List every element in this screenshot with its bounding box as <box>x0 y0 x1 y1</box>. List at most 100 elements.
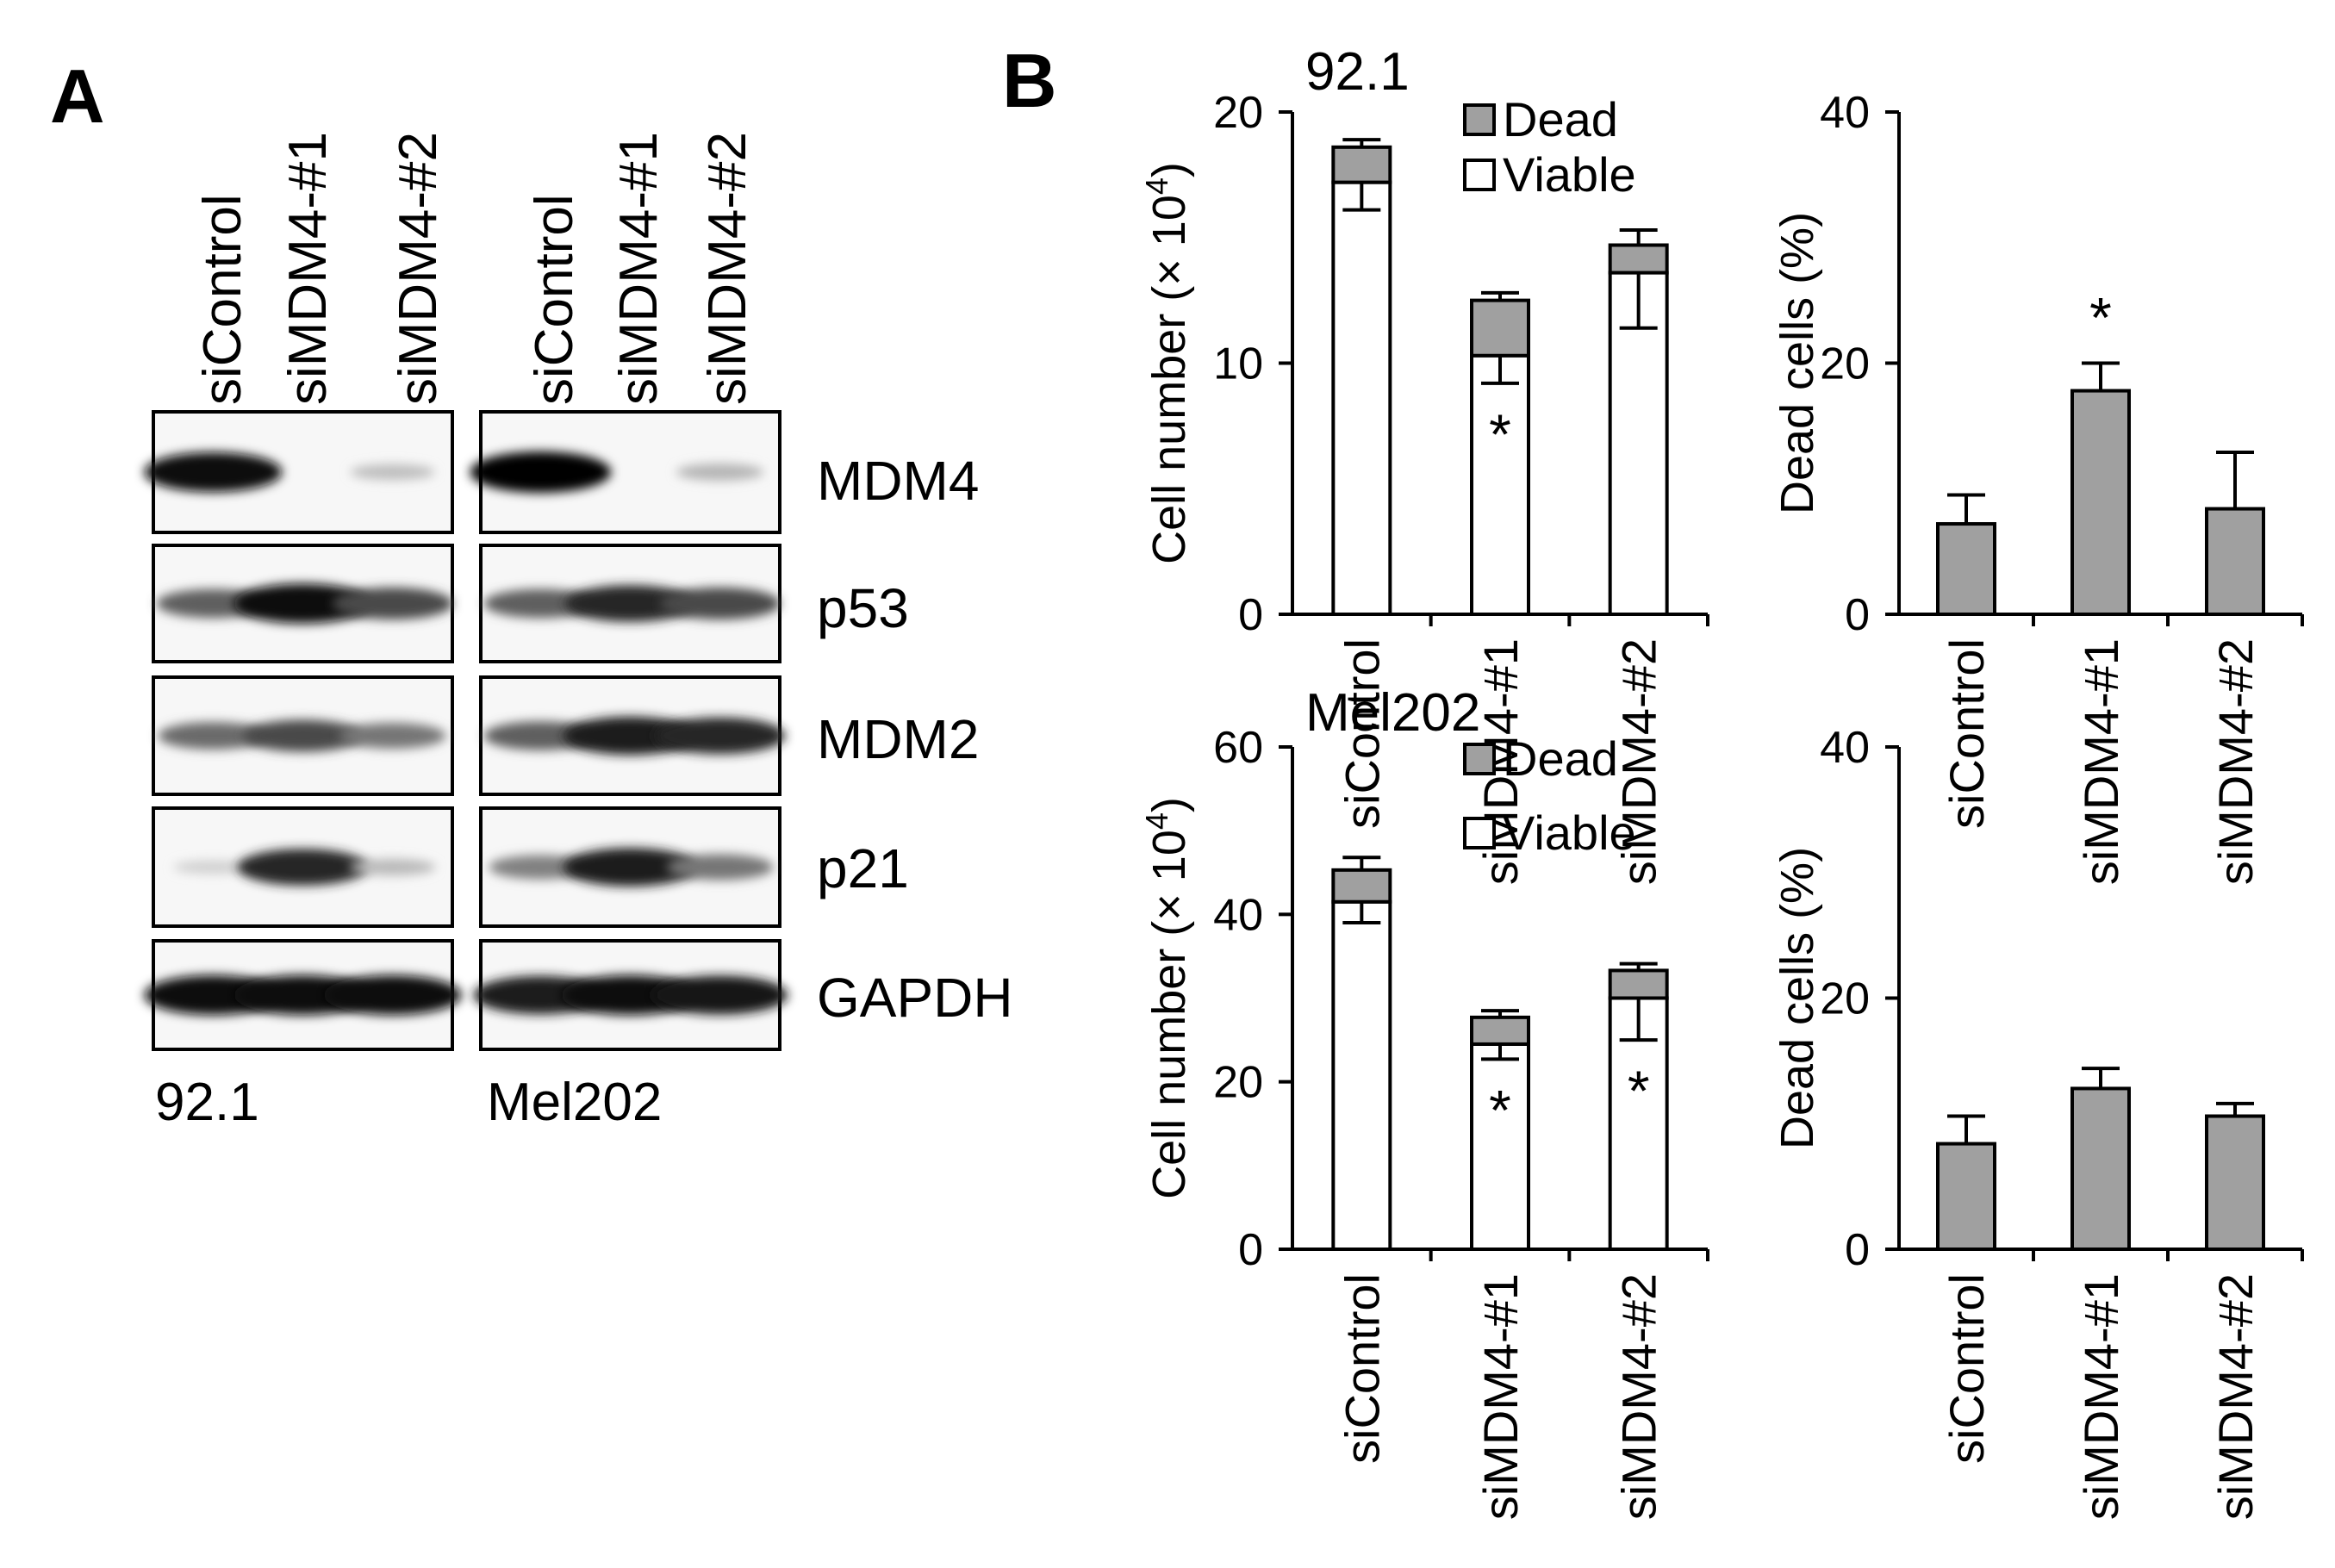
protein-label-mdm4: MDM4 <box>817 450 979 512</box>
blot-band <box>323 974 462 1016</box>
blot-band <box>483 588 598 619</box>
y-tick-label: 20 <box>1820 974 1870 1024</box>
bar-dead <box>1470 1015 1530 1046</box>
significance-star: * <box>1489 1078 1511 1142</box>
y-axis-label-part: (× <box>1143 258 1195 302</box>
panel-a-letter: A <box>50 53 105 139</box>
bar-dead <box>1470 298 1530 358</box>
legend-label-viable: Viable <box>1503 147 1636 202</box>
legend-label-dead: Dead <box>1503 731 1618 786</box>
bar-dead <box>1608 968 1669 1000</box>
blot-band <box>470 451 612 493</box>
significance-star: * <box>2089 286 2112 350</box>
blot-band <box>237 849 369 886</box>
lane-label-simdm4-1: siMDM4-#1 <box>278 132 338 405</box>
bar-dead <box>1331 868 1392 904</box>
category-label: siMDM4-#2 <box>2208 1273 2263 1520</box>
blot-band <box>173 860 253 874</box>
blot-band <box>666 854 774 880</box>
category-label: siMDM4-#1 <box>1473 1273 1528 1520</box>
bar-viable <box>1331 180 1392 616</box>
y-tick-label: 40 <box>1820 88 1870 138</box>
y-axis-label-part: (× <box>1143 893 1195 936</box>
y-tick-label: 0 <box>1238 1225 1263 1275</box>
lane-label-sicontrol: siControl <box>525 194 584 405</box>
y-tick-label: 0 <box>1845 590 1870 640</box>
category-label: siMDM4-#1 <box>2074 638 2128 885</box>
significance-star: * <box>1628 1059 1650 1123</box>
blot-band <box>234 583 372 624</box>
chart-title: Mel202 <box>1305 683 1480 743</box>
protein-label-gapdh: GAPDH <box>817 967 1013 1029</box>
legend-label-viable: Viable <box>1503 806 1636 860</box>
blot-band <box>654 717 786 755</box>
bar-dead-percent <box>2205 507 2265 617</box>
y-axis-label-part: ) <box>1143 162 1195 177</box>
y-axis-label-part: Cell number <box>1143 949 1195 1199</box>
legend-swatch-viable <box>1463 159 1496 191</box>
y-axis-label-part: Cell number <box>1143 314 1195 564</box>
legend-swatch-dead <box>1463 103 1496 136</box>
bar-dead-percent <box>1936 522 1996 616</box>
cell-line-label-mel202: Mel202 <box>487 1073 662 1132</box>
y-tick-label: 20 <box>1213 88 1263 138</box>
bar-viable <box>1331 899 1392 1251</box>
blot-band <box>563 716 698 756</box>
y-tick-label: 10 <box>1213 339 1263 389</box>
y-tick-label: 0 <box>1238 590 1263 640</box>
chart-title: 92.1 <box>1305 42 1410 102</box>
y-axis-label-sup: 4 <box>1139 177 1174 195</box>
cell-line-label-92-1: 92.1 <box>155 1073 259 1132</box>
bar-viable <box>1470 353 1530 616</box>
blot-band <box>349 858 436 876</box>
bar-viable <box>1470 1042 1530 1251</box>
blot-band <box>339 723 446 749</box>
y-tick-label: 0 <box>1845 1225 1870 1275</box>
lane-label-sicontrol: siControl <box>193 194 252 405</box>
legend-swatch-dead <box>1463 743 1496 775</box>
blot-band <box>659 587 781 620</box>
blot-band <box>564 585 696 622</box>
lane-label-simdm4-2: siMDM4-#2 <box>389 132 448 405</box>
blot-band <box>676 464 764 481</box>
y-axis-label-part: ) <box>1143 797 1195 812</box>
y-axis-label-part: 10 <box>1143 830 1195 881</box>
lane-label-simdm4-2: siMDM4-#2 <box>698 132 757 405</box>
y-axis-label-sup: 4 <box>1139 812 1174 830</box>
protein-label-mdm2: MDM2 <box>817 708 979 770</box>
y-tick-label: 60 <box>1213 723 1263 773</box>
bar-dead <box>1608 243 1669 275</box>
bar-dead-percent <box>2070 1086 2131 1251</box>
bar-dead-percent <box>1936 1142 1996 1251</box>
category-label: siControl <box>1940 638 1994 829</box>
bar-dead-percent <box>2205 1114 2265 1251</box>
y-axis-label: Dead cells (%) <box>1771 847 1823 1149</box>
category-label: siMDM4-#2 <box>1612 1273 1666 1520</box>
blot-band <box>350 464 435 481</box>
blot-band <box>158 722 269 750</box>
y-axis-label: Cell number (× 104) <box>1139 797 1195 1199</box>
blot-band <box>332 587 453 620</box>
lane-label-simdm4-1: siMDM4-#1 <box>609 132 669 405</box>
legend-label-dead: Dead <box>1503 92 1618 146</box>
significance-star: * <box>1489 402 1511 466</box>
category-label: siControl <box>1335 1273 1389 1464</box>
y-axis-label: Cell number (× 104) <box>1139 162 1195 564</box>
protein-label-p53: p53 <box>817 577 909 639</box>
category-label: siControl <box>1335 638 1389 829</box>
bar-dead <box>1331 145 1392 184</box>
y-tick-label: 40 <box>1820 723 1870 773</box>
y-axis-label-part: 10 <box>1143 195 1195 246</box>
bar-dead-percent <box>2070 389 2131 616</box>
legend-swatch-viable <box>1463 817 1496 849</box>
category-label: siMDM4-#1 <box>2074 1273 2128 1520</box>
category-label: siMDM4-#2 <box>2208 638 2263 885</box>
y-tick-label: 20 <box>1820 339 1870 389</box>
panel-b-letter: B <box>1002 38 1057 123</box>
y-tick-label: 20 <box>1213 1058 1263 1108</box>
protein-label-p21: p21 <box>817 837 909 899</box>
blot-band <box>651 975 788 1015</box>
blot-band <box>489 855 593 880</box>
